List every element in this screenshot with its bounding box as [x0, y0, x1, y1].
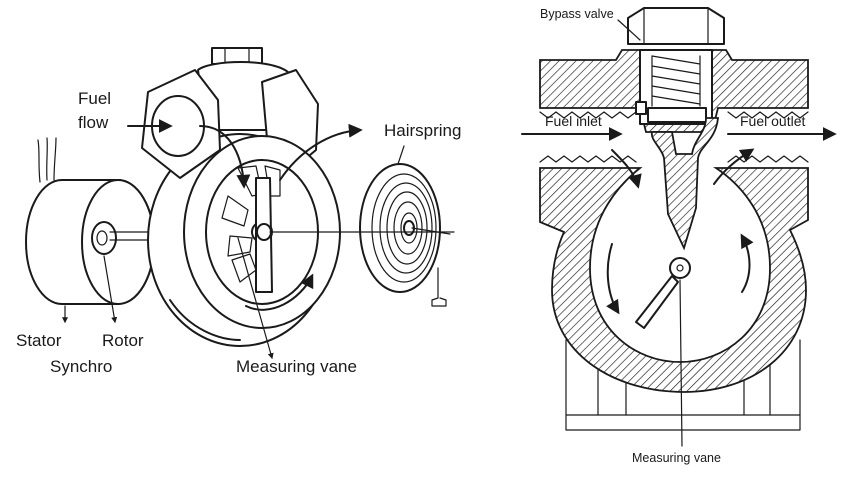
- measuring-vane-label-right: Measuring vane: [632, 451, 721, 465]
- meter-housing: [141, 47, 357, 347]
- left-exploded-view: Fuel flow Hairspring Stator Rotor Synchr…: [16, 47, 461, 376]
- inlet-thread: [539, 155, 637, 163]
- hairspring: [355, 163, 455, 307]
- measuring-vane-leader-right: [679, 279, 683, 447]
- rotor-label: Rotor: [102, 331, 144, 350]
- flow-arrows-left: [127, 119, 363, 311]
- vane-stem: [650, 117, 719, 251]
- hairspring-leader: [397, 145, 405, 165]
- rotor-leader: [103, 255, 118, 324]
- vane-pivot: [669, 257, 691, 279]
- synchro-label: Synchro: [50, 357, 112, 376]
- bypass-leader: [617, 19, 641, 41]
- measuring-vane-right: [635, 275, 679, 329]
- hairspring-pointer-arrow: [279, 123, 363, 181]
- rotor-hub: [91, 221, 117, 255]
- measuring-vane-leader-left: [237, 237, 274, 360]
- flow-arrows-right: [521, 127, 837, 315]
- bypass-valve-label: Bypass valve: [540, 7, 614, 21]
- measuring-vane-label-left: Measuring vane: [236, 357, 357, 376]
- stator-label: Stator: [16, 331, 62, 350]
- fuel-inlet-label: Fuel inlet: [545, 113, 602, 129]
- fuel-outlet-label: Fuel outlet: [740, 113, 805, 129]
- fuel-flow-label-1: Fuel: [78, 89, 111, 108]
- hairspring-label: Hairspring: [384, 121, 461, 140]
- valve-spring: [651, 55, 701, 105]
- rotation-arrow: [245, 273, 314, 311]
- body-bottom: [539, 167, 809, 393]
- bypass-valve: [627, 7, 725, 125]
- internal-flow-arrow: [199, 125, 251, 189]
- right-cross-section: Bypass valve Fuel inlet Fuel outlet Meas…: [521, 7, 837, 465]
- fuel-flow-label-2: flow: [78, 113, 109, 132]
